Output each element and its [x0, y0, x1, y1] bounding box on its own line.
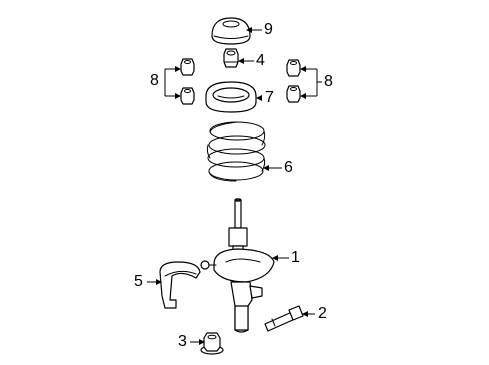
callout-8-right: 8	[324, 73, 333, 90]
spring-seat	[205, 81, 257, 113]
callout-4: 4	[256, 52, 265, 69]
mount-nut	[223, 48, 239, 68]
nut-upper-left	[180, 58, 195, 76]
nut-lower-right	[286, 85, 301, 103]
callout-9: 9	[264, 21, 273, 38]
callout-2: 2	[318, 305, 327, 322]
strut-assembly	[200, 198, 275, 333]
callout-1: 1	[291, 249, 300, 266]
bolt	[264, 305, 304, 332]
coil-spring	[206, 121, 266, 182]
flange-nut	[200, 332, 224, 355]
top-cap	[211, 17, 251, 45]
callout-5: 5	[134, 273, 143, 290]
nut-lower-left	[180, 87, 195, 105]
callout-6: 6	[284, 159, 293, 176]
callout-7: 7	[265, 89, 274, 106]
callout-3: 3	[178, 333, 187, 350]
bracket	[159, 261, 201, 309]
callout-8-left: 8	[150, 72, 159, 89]
leader-lines	[147, 27, 322, 345]
nut-upper-right	[286, 59, 301, 77]
